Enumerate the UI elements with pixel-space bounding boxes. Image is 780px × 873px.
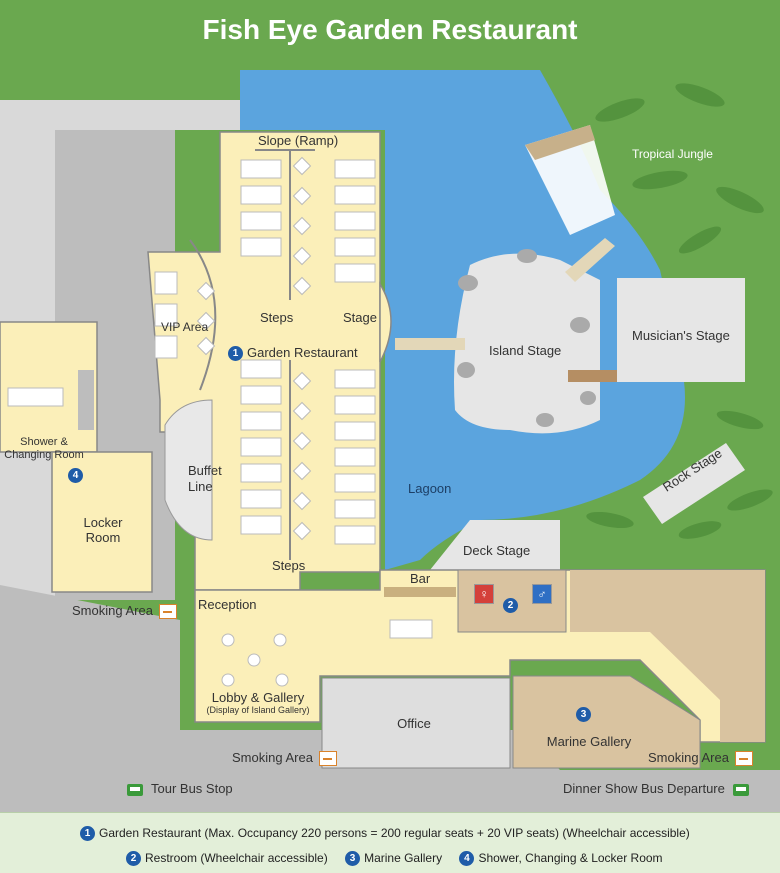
smoking-area-left: Smoking Area xyxy=(72,603,177,620)
map-title: Fish Eye Garden Restaurant xyxy=(202,14,578,45)
office-area xyxy=(321,677,511,769)
island-stage-area xyxy=(454,253,600,434)
island-stage-label: Island Stage xyxy=(489,343,562,358)
lobby-sublabel: (Display of Island Gallery) xyxy=(206,705,310,715)
legend: 1 Garden Restaurant (Max. Occupancy 220 p… xyxy=(0,812,780,873)
locker-room-label: Locker Room xyxy=(83,515,123,545)
smoking-icon xyxy=(158,604,177,620)
bar-counter xyxy=(384,587,456,597)
tour-bus-stop-label: Tour Bus Stop xyxy=(127,781,233,796)
bridge-west xyxy=(395,338,465,350)
bridge-north xyxy=(565,238,615,282)
bus-icon xyxy=(127,783,143,796)
male-restroom-icon: ♂ xyxy=(532,584,552,604)
musicians-stage-label: Musician's Stage xyxy=(632,328,730,343)
buffet-counter xyxy=(164,399,213,541)
garden-restaurant-label: 1 Garden Restaurant xyxy=(228,345,358,362)
stage-label: Stage xyxy=(343,310,377,325)
lockers-strip xyxy=(78,370,94,430)
marker-2: 2 xyxy=(503,597,522,614)
stage-arc xyxy=(379,281,392,363)
steps-top-label: Steps xyxy=(260,310,294,325)
office-label: Office xyxy=(397,716,431,731)
legend-item-1: Garden Restaurant (Max. Occupancy 220 pe… xyxy=(99,826,690,840)
legend-item-3: Marine Gallery xyxy=(364,851,443,865)
vip-area-label: VIP Area xyxy=(161,320,209,334)
legend-marker-3: 3 xyxy=(345,851,361,867)
smoking-area-right: Smoking Area xyxy=(648,750,753,767)
smoking-icon xyxy=(734,751,753,767)
steps-bottom-label: Steps xyxy=(272,558,306,573)
smoking-icon xyxy=(318,751,337,767)
bar-label: Bar xyxy=(410,571,431,586)
tropical-jungle-label: Tropical Jungle xyxy=(632,147,713,161)
diamond-tables xyxy=(196,156,312,541)
dining-tables xyxy=(7,159,433,639)
lobby-round-tables xyxy=(221,633,289,687)
deck-stage-area xyxy=(430,520,560,570)
rock-stage-area xyxy=(643,443,745,524)
shower-label: Shower & Changing Room xyxy=(4,436,84,461)
reception-label: Reception xyxy=(198,597,257,612)
lobby-label: Lobby & Gallery xyxy=(211,690,305,705)
waterfall-icon xyxy=(525,125,615,235)
legend-row-1: 1 Garden Restaurant (Max. Occupancy 220 p… xyxy=(80,826,690,842)
smoking-area-bottom: Smoking Area xyxy=(232,750,337,767)
palm-tree-icons xyxy=(586,83,773,539)
garden-restaurant-text: Garden Restaurant xyxy=(247,345,358,360)
marine-gallery-area xyxy=(512,675,701,769)
vip-partition xyxy=(189,239,217,391)
legend-marker-2: 2 xyxy=(126,851,141,867)
slope-ramp-label: Slope (Ramp) xyxy=(258,133,339,148)
back-block xyxy=(570,570,765,742)
dinner-bus-label: Dinner Show Bus Departure xyxy=(563,781,749,796)
rocks xyxy=(457,249,596,427)
marine-gallery-label: Marine Gallery xyxy=(546,734,632,749)
legend-item-2: Restroom (Wheelchair accessible) xyxy=(145,851,328,865)
musicians-stage-area xyxy=(617,278,745,382)
legend-marker-1: 1 xyxy=(80,826,95,842)
legend-item-4: Shower, Changing & Locker Room xyxy=(478,851,663,865)
buffet-line-label: Buffet Line xyxy=(188,463,222,494)
deck-stage-label: Deck Stage xyxy=(463,543,531,558)
marker-1: 1 xyxy=(228,346,243,362)
bus-icon xyxy=(732,783,749,796)
legend-marker-4: 4 xyxy=(459,851,475,867)
lagoon-label: Lagoon xyxy=(408,481,452,496)
marker-3: 3 xyxy=(576,706,595,723)
marker-4: 4 xyxy=(68,467,87,484)
female-restroom-icon: ♀ xyxy=(474,584,494,604)
road-bottom xyxy=(0,585,780,812)
